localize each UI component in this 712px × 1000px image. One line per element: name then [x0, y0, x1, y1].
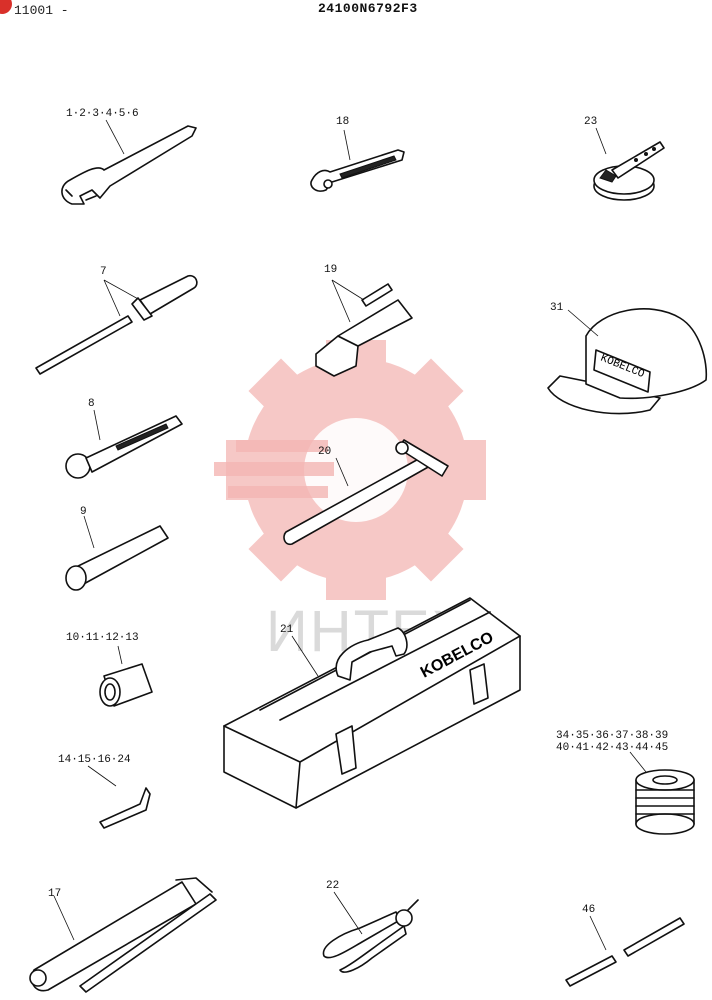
kobelco-toolbox-icon: KOBELCO [223, 597, 521, 809]
callout-23: 23 [584, 116, 598, 128]
extension-bar-icon [65, 515, 169, 591]
callout-31: 31 [550, 302, 564, 314]
callout-10-13: 10·11·12·13 [66, 632, 139, 644]
spanner-wrench-icon [61, 119, 197, 205]
adjustable-wrench-icon [310, 129, 405, 192]
callout-18: 18 [336, 116, 350, 128]
callout-40-45: 40·41·42·43·44·45 [556, 742, 669, 754]
callout-17: 17 [48, 888, 62, 900]
ratchet-handle-icon [65, 409, 183, 479]
callout-7: 7 [100, 266, 107, 278]
callout-9: 9 [80, 506, 87, 518]
callout-14-24: 14·15·16·24 [58, 754, 131, 766]
callout-1-6: 1·2·3·4·5·6 [66, 108, 139, 120]
callout-34-39: 34·35·36·37·38·39 [556, 730, 669, 742]
screwdriver-icon [35, 274, 198, 375]
hex-key-icon [87, 765, 151, 829]
box-spanner-icon [315, 279, 413, 377]
kobelco-cap-icon: KOBELCO [547, 308, 708, 415]
pliers-icon [322, 891, 419, 973]
header-code-prefix: 11001 - [14, 3, 69, 18]
callout-8: 8 [88, 398, 95, 410]
t-bar-handle-icon [283, 439, 449, 546]
callout-21: 21 [280, 624, 294, 636]
grease-gun-icon [29, 877, 217, 993]
extension-rod-icon [565, 915, 685, 987]
shim-stack-icon [629, 751, 695, 835]
page-badge-icon [0, 0, 12, 14]
filter-wrench-icon [593, 127, 665, 201]
part-number-title: 24100N6792F3 [318, 1, 418, 16]
callout-19: 19 [324, 264, 338, 276]
callout-46: 46 [582, 904, 596, 916]
callout-20: 20 [318, 446, 332, 458]
callout-22: 22 [326, 880, 340, 892]
socket-icon [99, 645, 153, 707]
